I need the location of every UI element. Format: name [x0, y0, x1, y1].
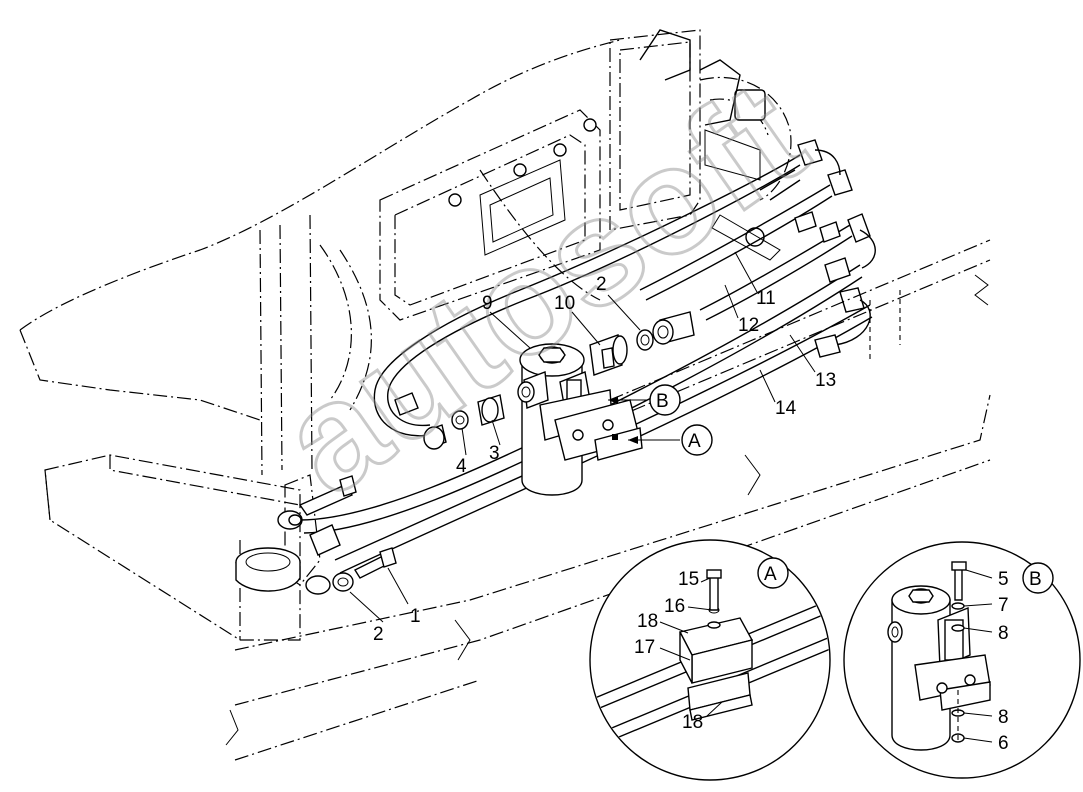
inset-b-callout-7: 7: [998, 595, 1009, 616]
callout-3: 3: [489, 443, 500, 464]
left-fittings: [235, 474, 397, 595]
inset-a-callout-16: 16: [664, 596, 685, 617]
callout-10: 10: [554, 293, 575, 314]
callout-14: 14: [775, 398, 797, 419]
detail-b-inset: B 5 7 8 8 6: [843, 541, 1081, 779]
callout-2-lower: 2: [373, 624, 384, 645]
inset-b-marker: B: [1029, 569, 1042, 590]
inset-a-callout-18-upper: 18: [637, 611, 658, 632]
detail-marker-a: A: [688, 431, 701, 452]
detail-marker-b: B: [656, 391, 669, 412]
callout-1: 1: [410, 606, 421, 627]
inset-b-callout-8-upper: 8: [998, 623, 1009, 644]
transmission-assembly: [379, 29, 801, 321]
leader-lines: [349, 251, 816, 623]
callout-12: 12: [738, 315, 759, 336]
callout-13: 13: [815, 370, 836, 391]
main-callouts: 1 2 2 3 4 9 10 11 12 13 14 B A: [373, 274, 836, 645]
filter-assembly: [517, 343, 643, 496]
detail-a-inset: A 15 16 18 17 18: [589, 539, 831, 781]
cab-body-outline: [19, 39, 621, 476]
inset-a-marker: A: [764, 564, 777, 585]
frame-rail: [44, 239, 991, 761]
inset-b-callout-5: 5: [998, 569, 1009, 590]
callout-9: 9: [482, 293, 493, 314]
callout-2-upper: 2: [596, 274, 607, 295]
inset-a-callout-18-lower: 18: [682, 712, 703, 733]
callout-11: 11: [756, 288, 776, 309]
callout-4: 4: [456, 456, 467, 477]
inset-b-callout-8-lower: 8: [998, 707, 1009, 728]
inset-b-callout-6: 6: [998, 733, 1009, 754]
inset-a-callout-15: 15: [678, 569, 699, 590]
port-fittings: [423, 311, 695, 450]
inset-a-callout-17: 17: [634, 637, 655, 658]
